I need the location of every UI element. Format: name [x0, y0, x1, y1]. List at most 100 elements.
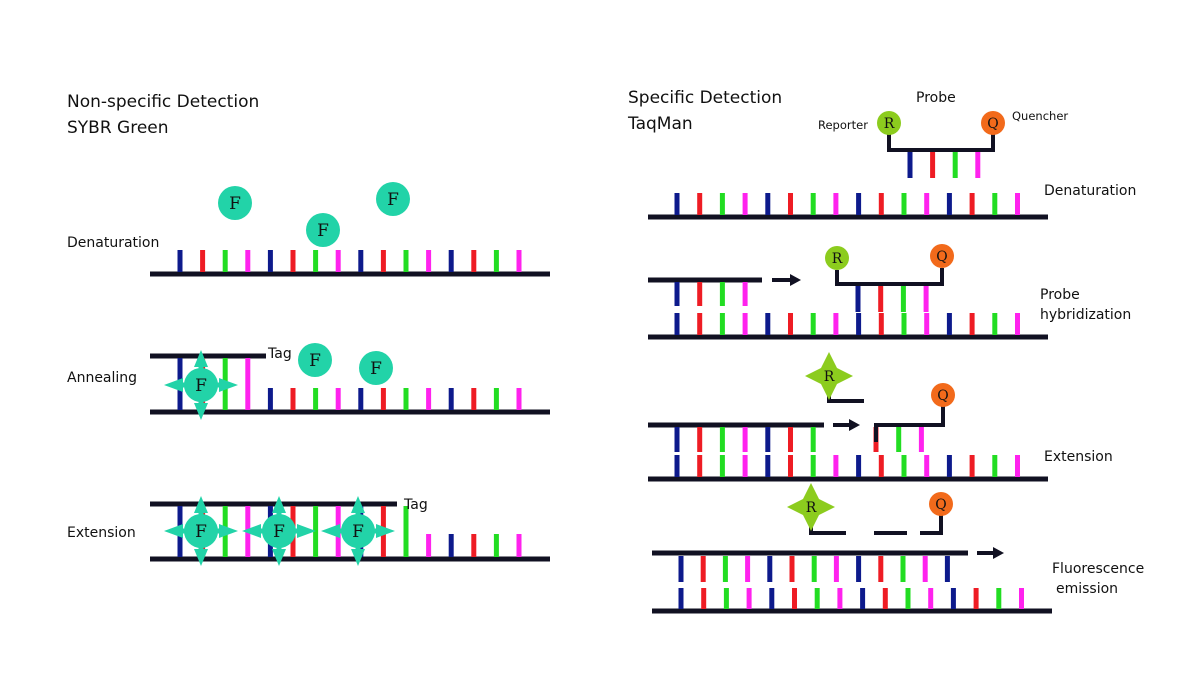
base-red	[930, 152, 936, 178]
base-green	[901, 313, 907, 335]
base-magenta	[922, 556, 928, 582]
base-green	[719, 455, 725, 477]
base-green	[992, 455, 998, 477]
emission-arrow	[164, 524, 183, 538]
base-blue	[358, 388, 364, 410]
base-blue	[177, 250, 183, 272]
base-green	[222, 388, 228, 410]
base-blue	[674, 313, 680, 335]
quencher-letter: Q	[987, 116, 998, 132]
base-magenta	[516, 388, 522, 410]
base-red	[878, 556, 884, 582]
base-green	[952, 152, 958, 178]
base-red	[471, 250, 477, 272]
probe-linker	[887, 133, 995, 152]
base-blue	[674, 427, 680, 452]
base-magenta	[975, 152, 981, 178]
base-magenta	[928, 588, 934, 609]
base-blue	[950, 588, 956, 609]
base-red	[973, 588, 979, 609]
right-stage-probe-hybridization-line2: hybridization	[1040, 307, 1132, 323]
emission-arrow	[164, 378, 183, 392]
base-magenta	[426, 250, 432, 272]
glowing-dye	[164, 496, 238, 566]
quencher-letter: Q	[935, 497, 946, 513]
fluorescent-dye	[218, 186, 252, 220]
base-magenta	[924, 193, 930, 215]
base-green	[313, 534, 319, 557]
base-green	[403, 534, 409, 557]
base-green	[493, 250, 499, 272]
base-magenta	[245, 534, 251, 557]
base-red	[290, 250, 296, 272]
base-red	[290, 388, 296, 410]
quencher-letter: Q	[937, 388, 948, 404]
base-green	[222, 358, 228, 388]
base-magenta	[745, 556, 751, 582]
base-green	[901, 455, 907, 477]
base-blue	[946, 455, 952, 477]
emission-arrow	[219, 524, 238, 538]
left-stage-extension: Extension	[67, 525, 136, 541]
reporter-label: Reporter	[818, 118, 868, 132]
base-green	[313, 250, 319, 272]
left-annealing-tag-label: Tag	[268, 346, 292, 362]
base-magenta	[742, 282, 748, 306]
base-blue	[765, 455, 771, 477]
base-red	[969, 455, 975, 477]
base-blue	[765, 313, 771, 335]
base-green	[992, 193, 998, 215]
dye-letter: F	[317, 221, 329, 241]
fluorescent-dye	[306, 213, 340, 247]
emission-arrow	[272, 549, 286, 566]
base-green	[723, 588, 729, 609]
left-stage-denaturation: Denaturation	[67, 235, 160, 251]
reporter-dye	[801, 497, 821, 517]
base-magenta	[742, 427, 748, 452]
right-stage-fluorescence-line1: Fluorescence	[1052, 561, 1145, 577]
base-blue	[267, 388, 273, 410]
base-magenta	[335, 388, 341, 410]
base-green	[313, 506, 319, 534]
base-blue	[946, 193, 952, 215]
base-red	[697, 313, 703, 335]
probe-linker	[920, 513, 943, 535]
base-green	[992, 313, 998, 335]
base-green	[222, 250, 228, 272]
base-green	[222, 506, 228, 534]
base-red	[697, 455, 703, 477]
base-magenta	[742, 455, 748, 477]
base-green	[896, 427, 902, 452]
base-magenta	[426, 534, 432, 557]
base-magenta	[245, 358, 251, 388]
reporter-letter: R	[806, 500, 817, 516]
base-green	[810, 455, 816, 477]
base-red	[380, 506, 386, 534]
reporter-letter: R	[832, 251, 843, 267]
base-green	[493, 388, 499, 410]
base-blue	[855, 286, 861, 312]
base-blue	[674, 193, 680, 215]
base-magenta	[1015, 455, 1020, 477]
base-green	[722, 556, 728, 582]
base-green	[996, 588, 1002, 609]
base-blue	[678, 556, 684, 582]
emission-arrow	[194, 549, 208, 566]
base-magenta	[245, 506, 251, 534]
base-magenta	[918, 427, 924, 452]
glowing-dye	[321, 496, 395, 566]
base-green	[905, 588, 911, 609]
base-blue	[177, 388, 183, 410]
base-red	[697, 427, 703, 452]
base-green	[900, 556, 906, 582]
base-red	[878, 313, 884, 335]
base-magenta	[1015, 313, 1020, 335]
base-blue	[856, 313, 862, 335]
dye-letter: F	[195, 522, 207, 542]
base-magenta	[746, 588, 752, 609]
fluorescent-dye	[376, 182, 410, 216]
base-blue	[448, 250, 454, 272]
base-red	[380, 388, 386, 410]
base-magenta	[924, 455, 930, 477]
